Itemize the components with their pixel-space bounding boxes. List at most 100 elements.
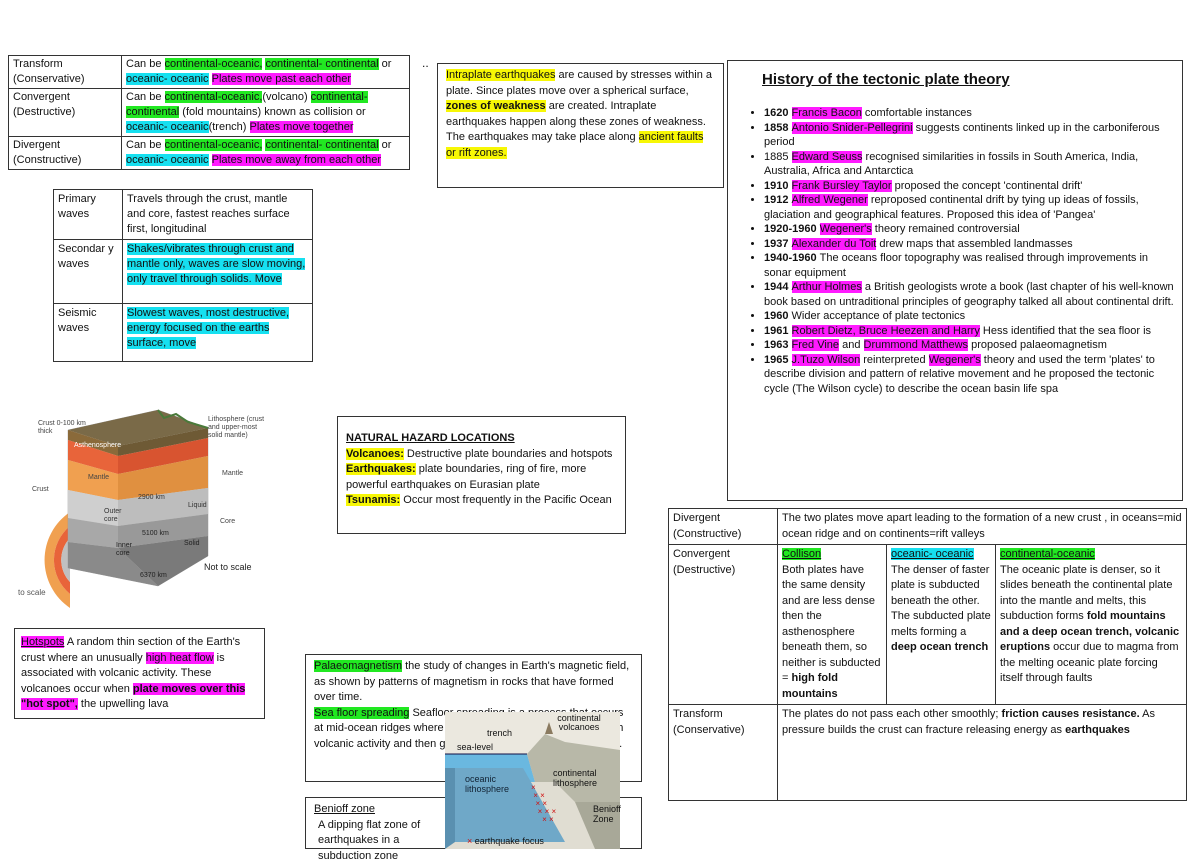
text-run: Plates move away from each other [212, 154, 381, 166]
text-run: Occur most frequently in the Pacific Oce… [400, 494, 612, 506]
label-sea-level: sea-level [457, 742, 493, 752]
hotspots-box: Hotspots A random thin section of the Ea… [14, 628, 265, 719]
movement-label: Divergent (Constructive) [669, 509, 778, 545]
text-run: continental-oceanic, [165, 91, 263, 103]
wave-description: Slowest waves, most destructive, energy … [123, 304, 313, 362]
text-run: 1910 [764, 180, 792, 192]
seismic-waves-table: Primary waves Travels through the crust,… [53, 189, 313, 362]
label-inner-core: Inner core [116, 542, 146, 558]
text-run: Fred Vine [792, 339, 840, 351]
text-run: 1858 [764, 122, 792, 134]
history-item: 1961 Robert Dietz, Bruce Heezen and Harr… [764, 324, 1174, 339]
text-run: Drummond Matthews [864, 339, 969, 351]
text-run: 1620 [764, 107, 792, 119]
wave-label: Secondar y waves [54, 240, 123, 304]
text-run: Francis Bacon [792, 107, 862, 119]
text-run: The plates do not pass each other smooth… [782, 708, 1002, 720]
hazard-tsunamis: Tsunamis: Occur most frequently in the P… [346, 493, 617, 509]
label-benioff-zone: Benioff Zone [593, 804, 619, 824]
movement-label: Convergent (Destructive) [669, 545, 778, 705]
text-run: Antonio Snider-Pellegrini [792, 122, 913, 134]
subduction-diagram: continental volcanoes trench sea-level o… [445, 712, 620, 849]
boundary-label: Divergent (Constructive) [9, 137, 122, 170]
intraplate-text: Intraplate earthquakes are caused by str… [446, 68, 715, 161]
text-run: The denser of faster plate is subducted … [891, 564, 991, 638]
text-run: Slowest waves, most destructive, energy … [127, 307, 289, 349]
history-item: 1944 Arthur Holmes a British geologists … [764, 280, 1174, 309]
text-run: zones of weakness [446, 100, 546, 112]
text-run: The oceans floor topography was realised… [764, 252, 1148, 279]
text-run: high heat flow [146, 652, 214, 664]
text-run: 1965 [764, 354, 792, 366]
earth-layers-diagram: Crust 0-100 km thick Lithosphere (crust … [8, 408, 270, 608]
text-run: Frank Bursley Taylor [792, 180, 892, 192]
label-oceanic-lithosphere: oceanic lithosphere [465, 774, 513, 794]
history-item: 1965 J.Tuzo Wilson reinterpreted Wegener… [764, 353, 1174, 397]
label-continental-volcanoes: continental volcanoes [549, 714, 609, 732]
history-item: 1620 Francis Bacon comfortable instances [764, 106, 1174, 121]
text-run: high fold mountains [782, 672, 838, 700]
text-run: Hotspots [21, 636, 64, 648]
history-item: 1912 Alfred Wegener reproposed continent… [764, 193, 1174, 222]
plate-movement-table: Divergent (Constructive) The two plates … [668, 508, 1187, 801]
text-run: proposed palaeomagnetism [968, 339, 1107, 351]
column-text: The denser of faster plate is subducted … [891, 564, 991, 654]
history-list: 1620 Francis Bacon comfortable instances… [736, 106, 1174, 396]
text-run: continental-oceanic, [165, 58, 263, 70]
convergent-oo-cell: oceanic- oceanic The denser of faster pl… [887, 545, 996, 705]
text-run: 1940-1960 [764, 252, 820, 264]
label-lithosphere: Lithosphere (crust and upper-most solid … [208, 416, 270, 440]
table-row: Seismic waves Slowest waves, most destru… [54, 304, 313, 362]
history-item: 1885 Edward Seuss recognised similaritie… [764, 150, 1174, 179]
column-heading: Collison [782, 548, 821, 560]
table-row: Transform (Conservative) The plates do n… [669, 705, 1187, 801]
natural-hazard-title: NATURAL HAZARD LOCATIONS [346, 431, 617, 447]
natural-hazard-box: NATURAL HAZARD LOCATIONS Volcanoes: Dest… [337, 416, 626, 534]
text-run: earthquakes [1065, 724, 1130, 736]
label-mantle-left: Mantle [88, 474, 109, 481]
text-run: oceanic- oceanic [126, 121, 209, 133]
text-run: 1912 [764, 194, 792, 206]
text-run: Sea floor spreading [314, 707, 409, 719]
text-run: continental- continental [265, 58, 378, 70]
convergent-co-cell: continental-oceanic The oceanic plate is… [996, 545, 1187, 705]
text-run: Earthquakes: [346, 463, 416, 475]
movement-label: Transform (Conservative) [669, 705, 778, 801]
text-run: 1885 [764, 151, 792, 163]
text-run: 1920-1960 [764, 223, 820, 235]
label-crust-thickness: Crust 0-100 km thick [38, 420, 88, 436]
text-run: continental-oceanic, [165, 139, 263, 151]
history-item: 1858 Antonio Snider-Pellegrini suggests … [764, 121, 1174, 150]
history-item: 1963 Fred Vine and Drummond Matthews pro… [764, 338, 1174, 353]
table-row: Divergent (Constructive) The two plates … [669, 509, 1187, 545]
text-run: Hess identified that the sea floor is [980, 325, 1151, 337]
text-run: Shakes/vibrates through crust and mantle… [127, 243, 305, 285]
text-run: Arthur Holmes [792, 281, 862, 293]
text-run: comfortable instances [862, 107, 972, 119]
table-row: Transform (Conservative) Can be continen… [9, 56, 410, 89]
boundary-label: Transform (Conservative) [9, 56, 122, 89]
text-run: The two plates move apart leading to the… [782, 512, 1182, 540]
label-continental-lithosphere: continental lithosphere [553, 768, 615, 788]
label-outer-core: Outer core [104, 508, 134, 524]
history-item: 1937 Alexander du Toit drew maps that as… [764, 237, 1174, 252]
hazard-earthquakes: Earthquakes: plate boundaries, ring of f… [346, 462, 617, 493]
text-run: Both plates have the same density and ar… [782, 564, 880, 685]
text-run: Robert Dietz, Bruce Heezen and Harry [792, 325, 980, 337]
text-run: proposed the concept 'continental drift' [892, 180, 1083, 192]
text-run: Wegener's [929, 354, 981, 366]
text-run: Can be [126, 91, 165, 103]
column-text: The oceanic plate is denser, so it slide… [1000, 564, 1179, 685]
text-run: Palaeomagnetism [314, 660, 402, 672]
history-item: 1920-1960 Wegener's theory remained cont… [764, 222, 1174, 237]
history-item: 1960 Wider acceptance of plate tectonics [764, 309, 1174, 324]
convergent-collision-cell: Collison Both plates have the same densi… [778, 545, 887, 705]
text-run: Edward Seuss [792, 151, 863, 163]
movement-description: The plates do not pass each other smooth… [778, 705, 1187, 801]
text-run: Can be [126, 58, 165, 70]
label-not-to-scale: Not to scale [204, 562, 252, 572]
text-run: oceanic- oceanic [126, 73, 209, 85]
earthquake-focus-legend: × earthquake focus [467, 836, 544, 846]
text-run: Wider acceptance of plate tectonics [792, 310, 966, 322]
text-run: Tsunamis: [346, 494, 400, 506]
